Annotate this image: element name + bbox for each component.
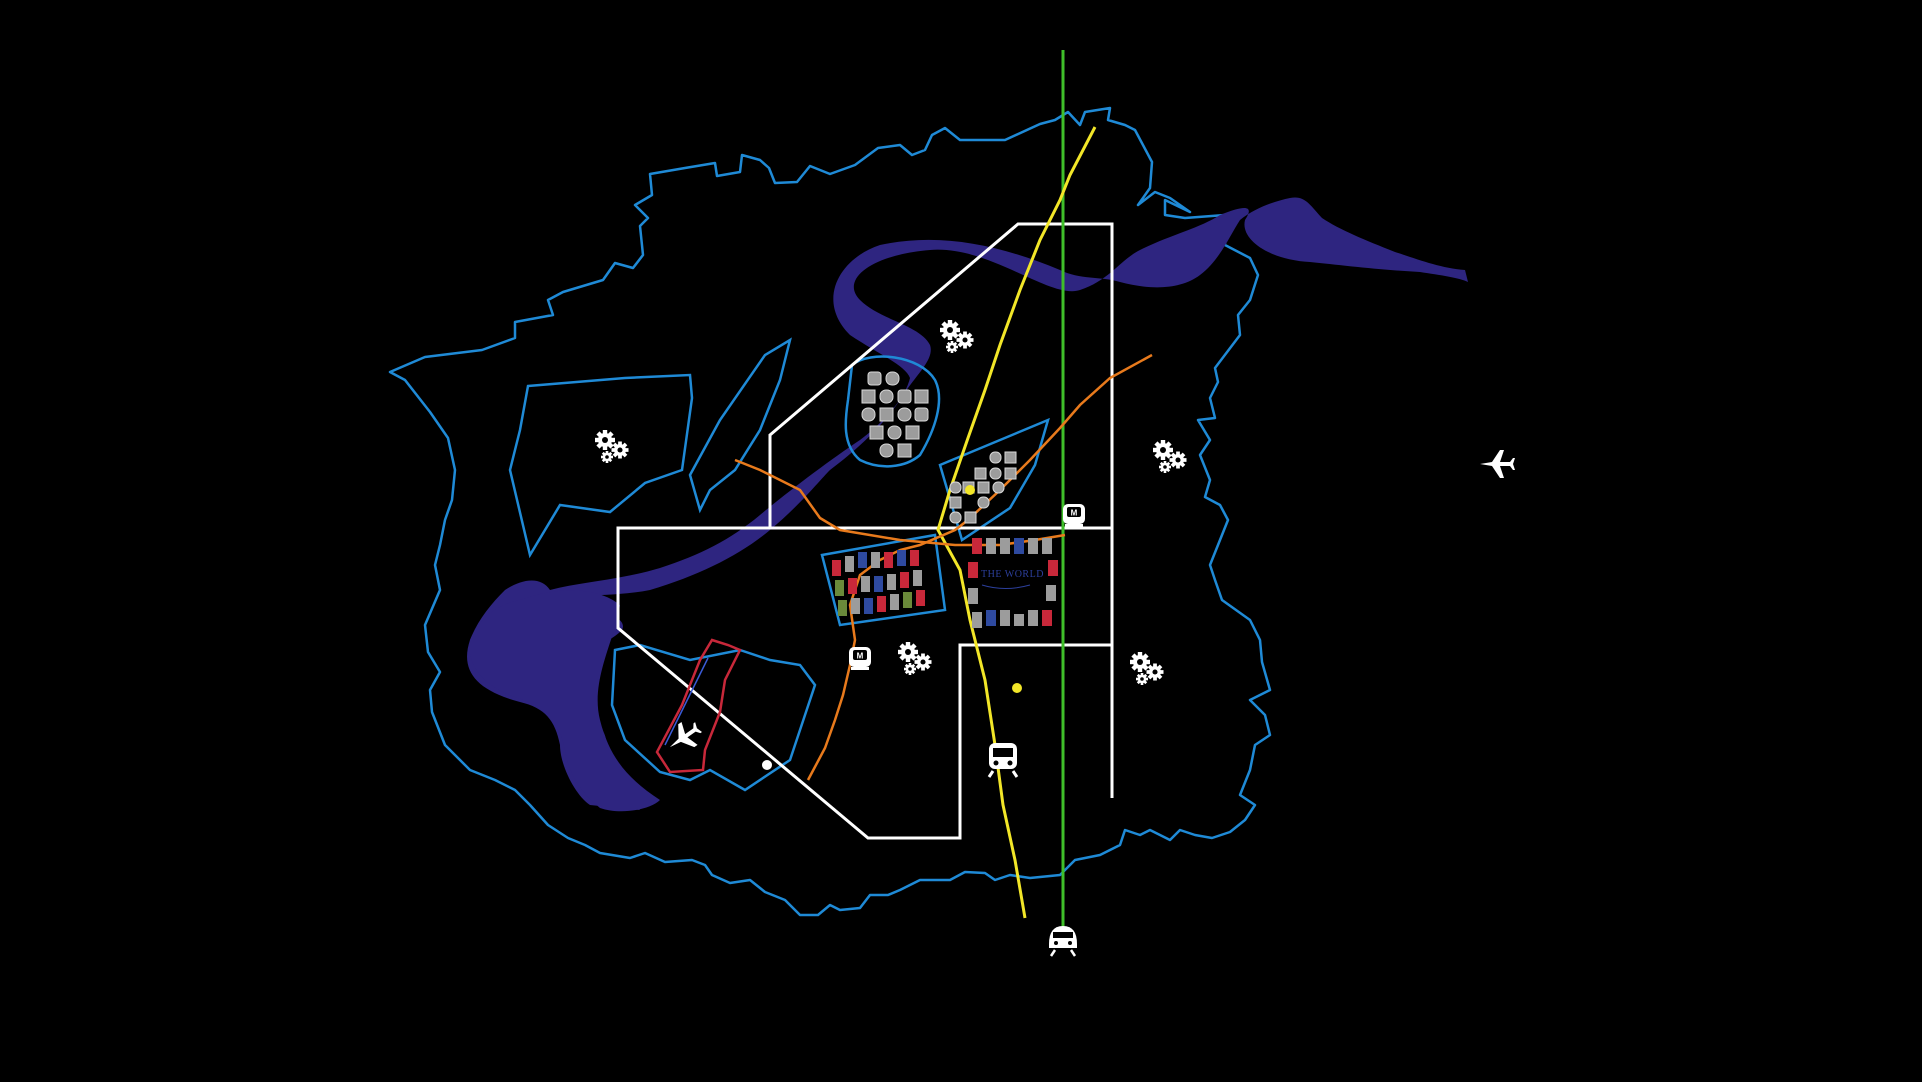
- gears-icon: [898, 642, 932, 675]
- district-northwest: [688, 337, 792, 514]
- center-left-buildings: [832, 550, 925, 616]
- airport-zone-inner: [664, 657, 709, 746]
- yellow-marker: [965, 485, 975, 495]
- gears-icon: [1130, 652, 1164, 685]
- the-world-label: THE WORLD: [981, 569, 1044, 580]
- the-world-underline: [981, 584, 1031, 589]
- airplane-icon: [1480, 450, 1515, 478]
- train-icon: [987, 741, 1019, 779]
- zone-north: [768, 222, 1114, 530]
- airport-zone: [655, 638, 742, 774]
- center-north-buildings: [949, 451, 1017, 524]
- city-boundary: [388, 106, 1272, 917]
- heart-district-buildings: [861, 371, 929, 458]
- gears-icon: [1153, 440, 1187, 473]
- district-west: [508, 373, 694, 559]
- district-heart: [844, 355, 941, 468]
- zone-central: [616, 526, 1114, 840]
- gears-icon: [595, 430, 629, 463]
- the-world-district: THE WORLD: [968, 538, 1058, 628]
- metro-icon: [1063, 504, 1085, 527]
- high-speed-train-icon: [1047, 924, 1079, 958]
- white-marker: [762, 760, 772, 770]
- river-lagoon: [469, 590, 660, 812]
- district-center-left: [820, 533, 947, 627]
- yellow-marker: [1012, 683, 1022, 693]
- metro-icon: [849, 647, 871, 670]
- district-southwest: [610, 643, 817, 792]
- gears-icon: [940, 320, 974, 353]
